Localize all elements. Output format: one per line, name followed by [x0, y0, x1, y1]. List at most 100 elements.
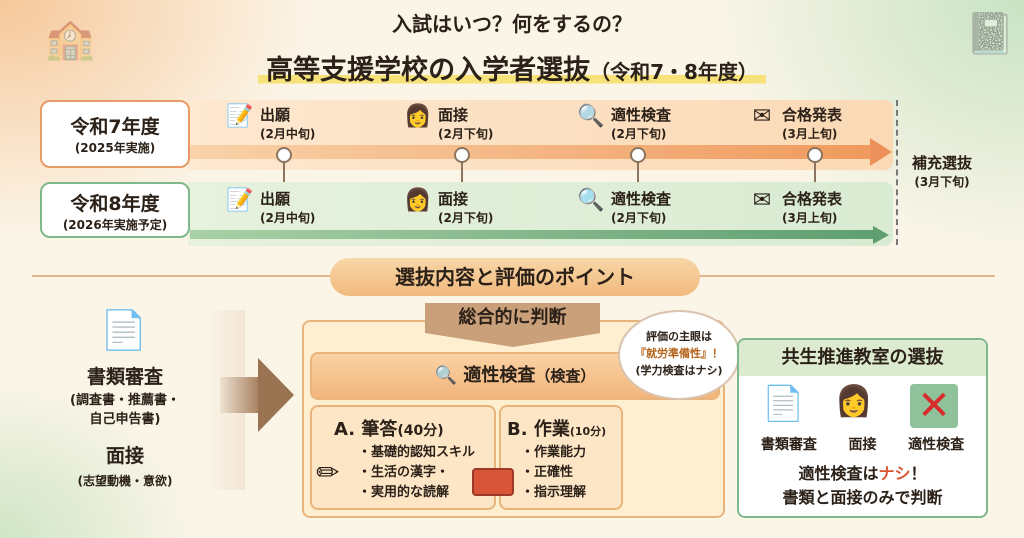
person-icon: 👩: [404, 104, 432, 129]
section-a-time: (40分): [397, 423, 444, 439]
step-when: (2月下旬): [438, 211, 494, 225]
step-result-r7: ✉ 合格発表 (3月上旬): [748, 104, 842, 142]
step-name: 出願: [260, 190, 291, 208]
docs-detail: 自己申告書): [89, 412, 161, 427]
step-application-r8: 📝 出願 (2月中旬): [226, 188, 315, 226]
envelope-icon: ✉: [752, 104, 772, 129]
background-green-wash-bottom: [0, 378, 200, 538]
step-name: 適性検査: [611, 190, 672, 208]
step-when: (3月上旬): [782, 211, 838, 225]
step-aptitude-r7: 🔍 適性検査 (2月下旬): [577, 104, 671, 142]
pencil-icon: ✏: [316, 456, 340, 489]
section-b-time: (10分): [569, 425, 607, 438]
step-name: 合格発表: [782, 106, 843, 124]
magnifier-icon: 🔍: [434, 365, 464, 386]
magnifier-icon: 🔍: [577, 104, 605, 129]
supplementary-selection: 補充選抜 (3月下旬): [902, 152, 982, 190]
year-label-r8: 令和8年度 (2026年実施予定): [40, 182, 190, 238]
timeline-arrow-r8: [190, 230, 875, 239]
document-icon: 📄: [762, 384, 805, 424]
school-icon: 🏫: [45, 16, 95, 62]
connector: [637, 160, 639, 182]
person-icon: 👩: [404, 188, 432, 213]
docs-label: 書類審査: [86, 366, 163, 388]
title-years: （令和7・8年度）: [590, 60, 758, 84]
step-name: 面接: [438, 106, 469, 124]
aptitude-test-label: 適性検査: [463, 365, 536, 386]
connector: [814, 160, 816, 182]
toolbox-icon: [472, 468, 514, 496]
big-arrow-head: [258, 358, 294, 432]
bubble-line: (学力検査はナシ): [635, 364, 723, 377]
inclusive-title: 共生推進教室の選抜: [739, 340, 986, 376]
note-highlight: ナシ: [878, 464, 911, 483]
step-when: (2月下旬): [611, 127, 667, 141]
document-icon: 📄: [100, 308, 148, 352]
year-note: (2026年実施予定): [62, 218, 168, 232]
step-interview-r7: 👩 面接 (2月下旬): [404, 104, 493, 142]
milestone-dot: [276, 147, 292, 163]
milestone-dot: [807, 147, 823, 163]
section-a-title: A. 筆答: [334, 419, 398, 440]
section-title: 選抜内容と評価のポイント: [330, 258, 700, 296]
step-when: (2月下旬): [611, 211, 667, 225]
person-icon: 👩: [835, 384, 873, 419]
magnifier-icon: 🔍: [577, 188, 605, 213]
milestone-dot: [630, 147, 646, 163]
list-item: ・指示理解: [521, 485, 587, 500]
big-arrow-body: [220, 377, 260, 413]
step-when: (2月中旬): [260, 211, 316, 225]
left-criteria: 書類審査 (調査書・推薦書・ 自己申告書) 面接 (志望動機・意欲): [40, 362, 210, 489]
step-name: 合格発表: [782, 190, 843, 208]
year-label-r7: 令和7年度 (2025年実施): [40, 100, 190, 168]
divider-dashed: [896, 100, 898, 245]
connector: [283, 160, 285, 182]
list-item: ・実用的な読解: [358, 485, 450, 500]
arrowhead-r7: [870, 138, 892, 166]
section-b: B. 作業(10分) ・作業能力・正確性・指示理解: [499, 405, 623, 510]
step-result-r8: ✉ 合格発表 (3月上旬): [748, 188, 842, 226]
note-text: ！: [910, 464, 927, 483]
list-item: ・正確性: [521, 465, 574, 480]
inclusive-item: 適性検査: [908, 437, 965, 453]
page-title: 高等支援学校の入学者選抜（令和7・8年度）: [0, 48, 1024, 87]
inclusive-item: 書類審査: [760, 437, 817, 453]
supplementary-name: 補充選抜: [911, 154, 972, 172]
speech-bubble: 評価の主眼は『就労準備性』！ (学力検査はナシ): [618, 310, 740, 400]
document-pen-icon: 📝: [226, 188, 254, 213]
section-a: A. 筆答(40分) ・基礎的認知スキル・生活の漢字・・実用的な読解: [310, 405, 496, 510]
overall-arrow: [425, 333, 601, 347]
document-pen-icon: 📝: [226, 104, 254, 129]
step-name: 面接: [438, 190, 469, 208]
list-item: ・生活の漢字・: [358, 465, 450, 480]
inclusive-item: 面接: [848, 437, 877, 453]
note-text: 書類と面接のみで判断: [782, 488, 943, 507]
bubble-line: 評価の主眼は: [646, 330, 712, 343]
crossed-test-icon: ✕: [910, 384, 958, 428]
supplementary-when: (3月下旬): [914, 175, 970, 189]
title-main: 高等支援学校の入学者選抜: [266, 55, 591, 86]
year-note: (2025年実施): [74, 141, 156, 155]
interview-label: 面接: [105, 445, 144, 467]
step-aptitude-r8: 🔍 適性検査 (2月下旬): [577, 188, 671, 226]
step-name: 適性検査: [611, 106, 672, 124]
step-when: (2月下旬): [438, 127, 494, 141]
timeline-arrow-r7: [190, 145, 870, 159]
subtitle: 入試はいつ？何をするの？: [392, 12, 632, 36]
year-label: 令和7年度: [70, 116, 160, 138]
step-when: (3月上旬): [782, 127, 838, 141]
interview-detail: (志望動機・意欲): [77, 474, 173, 488]
year-label: 令和8年度: [70, 193, 160, 215]
bubble-highlight: 『就労準備性』！: [635, 347, 723, 360]
connector: [461, 160, 463, 182]
envelope-icon: ✉: [752, 188, 772, 213]
arrowhead-r8: [873, 226, 889, 244]
step-name: 出願: [260, 106, 291, 124]
list-item: ・基礎的認知スキル: [358, 445, 476, 460]
inclusive-note: 適性検査はナシ！ 書類と面接のみで判断: [740, 462, 985, 510]
milestone-dot: [454, 147, 470, 163]
inclusive-items: 書類審査 面接 適性検査: [745, 434, 980, 454]
note-text: 適性検査は: [798, 464, 879, 483]
step-application-r7: 📝出願(2月中旬): [226, 104, 315, 142]
list-item: ・作業能力: [521, 445, 587, 460]
